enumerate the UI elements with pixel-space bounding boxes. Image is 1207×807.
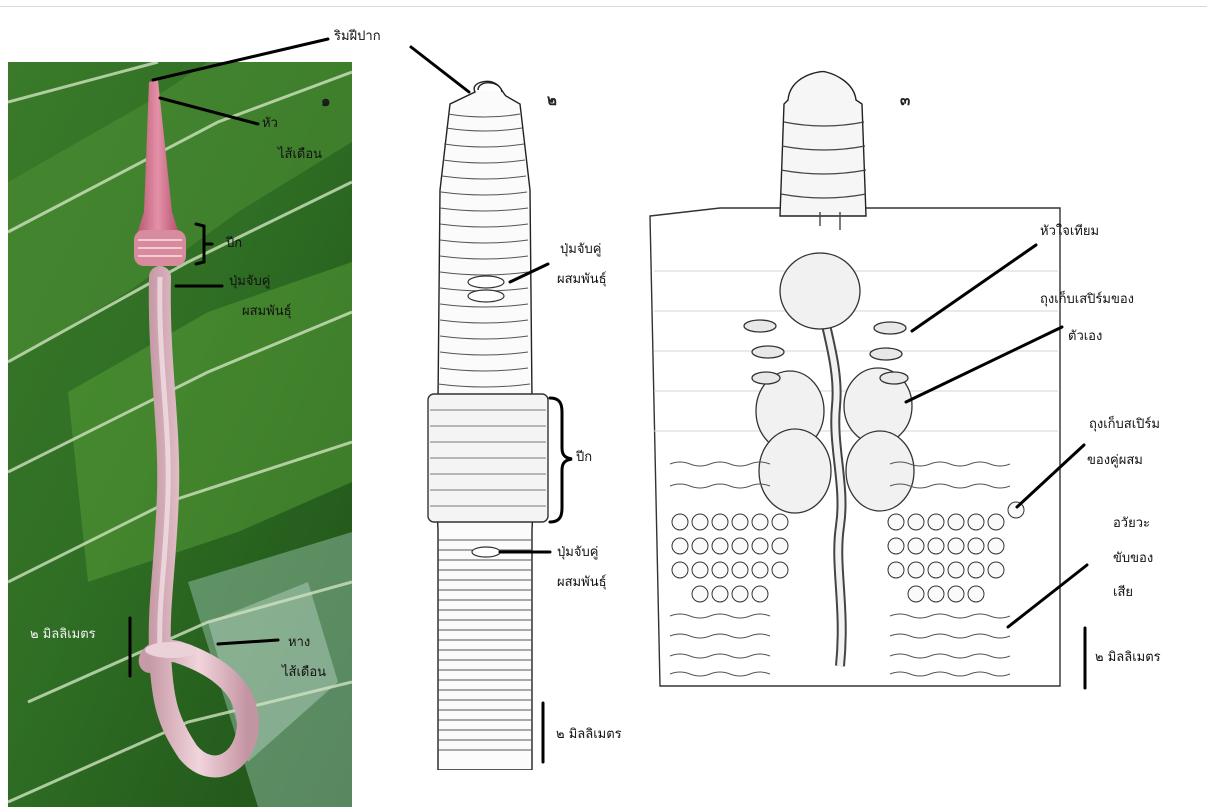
label-nephridia-line1: อวัยวะ (1113, 514, 1150, 534)
label-nephridia-line2: ขับของ (1113, 549, 1153, 569)
label-scale-panel3: ๒ มิลลิเมตร (1095, 648, 1161, 668)
label-pseudo-heart: หัวใจเทียม (1040, 222, 1099, 242)
label-spermatheca-line2: ของคู่ผสม (1087, 451, 1143, 471)
label-spermatheca-line1: ถุงเก็บสเปิร์ม (1089, 415, 1160, 435)
label-seminal-vesicle-line1: ถุงเก็บเสปิร์มของ (1040, 290, 1134, 310)
label-nephridia-line3: เสีย (1113, 583, 1133, 603)
label-seminal-vesicle-line2: ตัวเอง (1068, 327, 1102, 347)
